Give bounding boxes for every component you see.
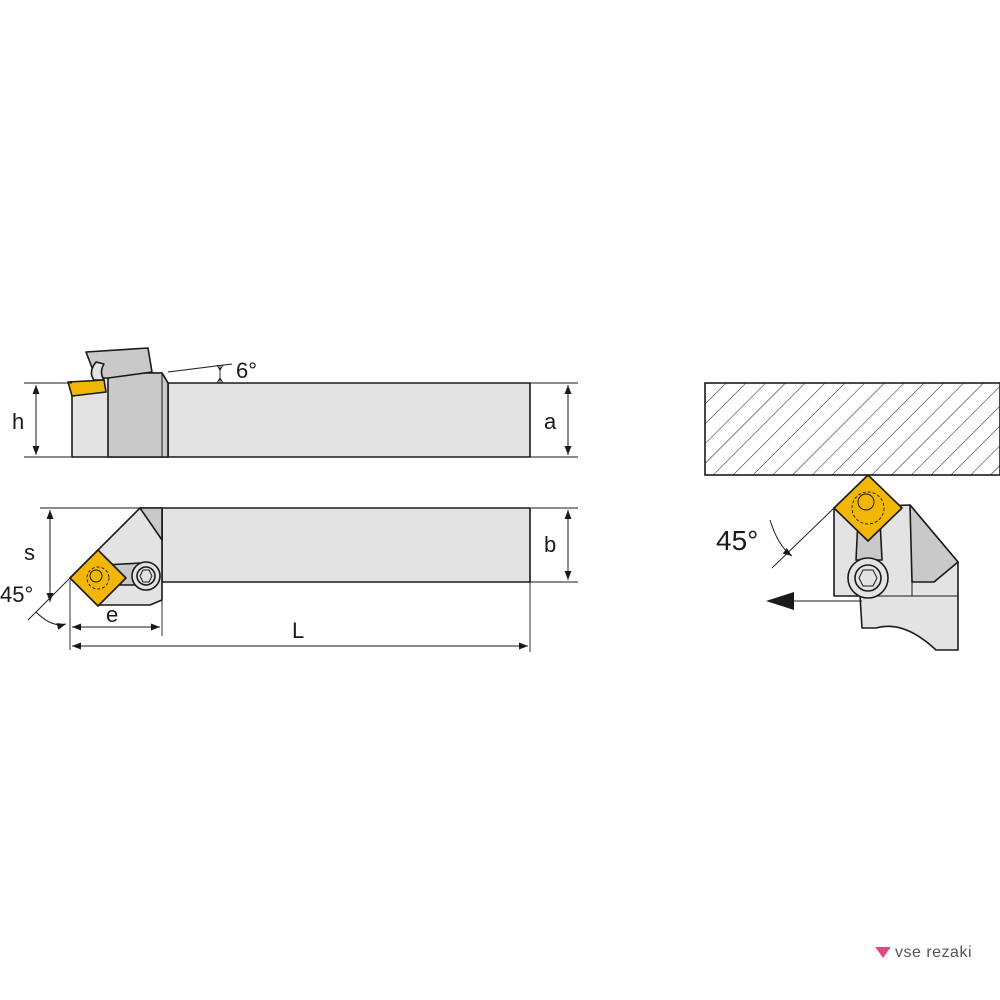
angle-right-label: 45° [716,525,758,556]
brand-name: vse rezaki [894,944,972,961]
top-view: s b 45° e L [0,507,578,652]
rake-angle-label: 6° [236,358,257,383]
side-head-face [107,372,169,458]
dim-a-label: a [544,409,557,434]
app-insert [833,474,903,542]
brand-logo: vse rezaki [875,944,972,962]
brand-mark-icon [875,947,890,958]
workpiece [704,382,1000,476]
dim-h-label: h [12,409,24,434]
side-shank [167,382,531,458]
feed-arrow-head [766,592,794,610]
dim-L-label: L [292,618,304,643]
angle-left-label: 45° [0,582,33,607]
dim-b-label: b [544,532,556,557]
top-insert [69,549,127,607]
dim-e-label: e [106,602,118,627]
application-view: 45° [704,382,1000,651]
top-shank [161,507,531,583]
side-view: 6° h a [12,347,578,458]
side-insert [67,379,107,397]
dim-s-label: s [24,540,35,565]
